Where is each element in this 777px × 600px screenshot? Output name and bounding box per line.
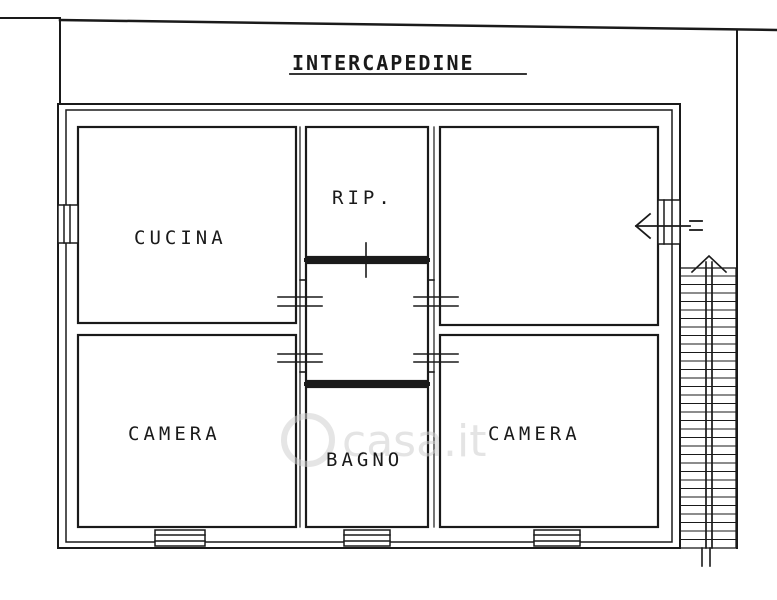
room-cucina-right	[438, 125, 660, 327]
room-ripostiglio	[304, 125, 430, 259]
room-camera-right	[438, 333, 660, 529]
window-bottom-center	[343, 529, 391, 547]
stair-treads	[679, 275, 737, 540]
room-corridoio	[304, 261, 430, 383]
room-camera-left	[76, 333, 298, 529]
window-left	[57, 204, 79, 244]
door-marks	[277, 242, 459, 373]
label-camera-left: CAMERA	[128, 423, 221, 445]
room-bagno	[304, 385, 430, 529]
watermark: casa.it	[281, 413, 487, 467]
entrance-arrow-icon	[634, 212, 703, 240]
title-intercapedine: INTERCAPEDINE	[292, 51, 475, 75]
top-boundary	[58, 18, 777, 32]
label-ripostiglio: RIP.	[332, 187, 394, 209]
label-bagno: BAGNO	[326, 449, 403, 471]
window-bottom-right	[533, 529, 581, 547]
stair-arrow	[690, 254, 728, 567]
window-bottom-left	[154, 529, 206, 547]
label-cucina: CUCINA	[134, 227, 227, 249]
window-right	[657, 199, 681, 245]
label-camera-right: CAMERA	[488, 423, 581, 445]
watermark-text: casa.it	[342, 416, 487, 467]
room-cucina	[76, 125, 298, 325]
